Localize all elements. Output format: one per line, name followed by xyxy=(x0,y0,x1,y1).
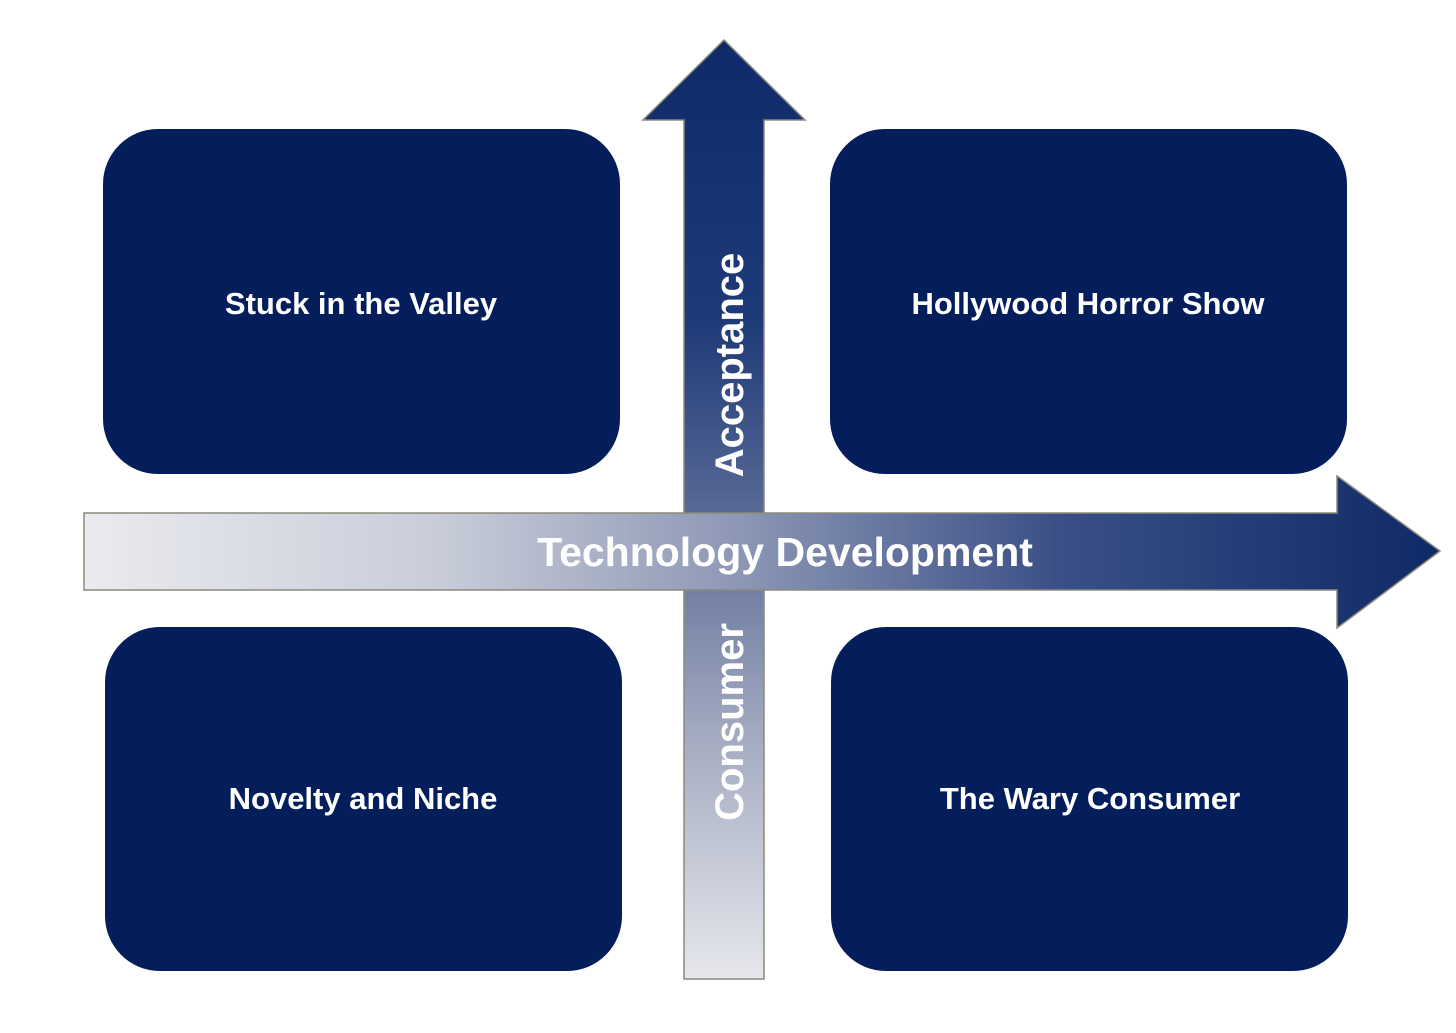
horizontal-axis-arrow xyxy=(83,474,1442,630)
vertical-axis-arrow xyxy=(641,38,807,980)
quadrant-top-left: Stuck in the Valley xyxy=(103,129,620,474)
vertical-axis-label-top: Acceptance xyxy=(708,253,752,478)
quadrant-top-right: Hollywood Horror Show xyxy=(830,129,1347,474)
vertical-axis-label-bottom: Consumer xyxy=(708,623,752,821)
quadrant-top-right-label: Hollywood Horror Show xyxy=(911,286,1265,321)
horizontal-axis-label: Technology Development xyxy=(537,529,1033,575)
quadrant-bottom-left: Novelty and Niche xyxy=(105,627,622,971)
quadrant-top-left-label: Stuck in the Valley xyxy=(225,286,498,321)
quadrant-bottom-right: The Wary Consumer xyxy=(831,627,1348,971)
quadrant-bottom-right-label: The Wary Consumer xyxy=(940,781,1240,816)
quadrant-bottom-left-label: Novelty and Niche xyxy=(229,781,498,816)
